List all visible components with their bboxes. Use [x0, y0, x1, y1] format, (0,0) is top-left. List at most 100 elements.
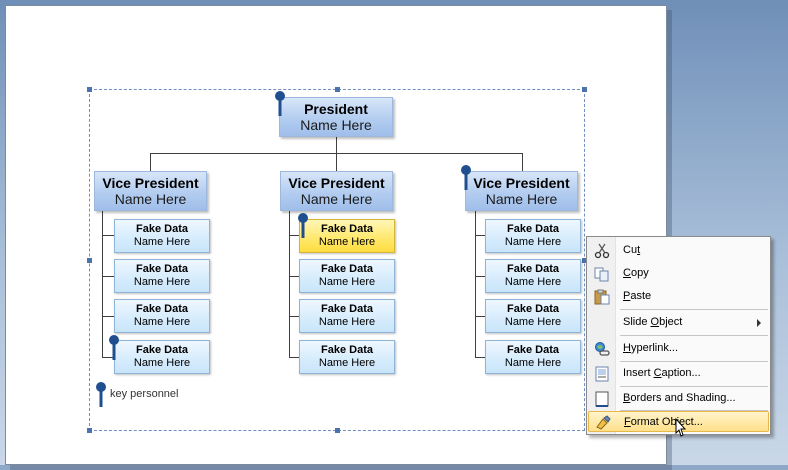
resize-handle-top[interactable] — [335, 87, 340, 92]
key-personnel-icon — [298, 213, 308, 238]
staff-title: Fake Data — [321, 223, 373, 235]
staff-name: Name Here — [504, 316, 562, 328]
staff-name: Name Here — [133, 276, 191, 288]
staff-box[interactable]: Fake Data Name Here — [299, 299, 395, 333]
staff-box[interactable]: Fake Data Name Here — [114, 259, 210, 293]
staff-name: Name Here — [504, 276, 562, 288]
staff-name: Name Here — [318, 316, 376, 328]
context-menu: Cut Copy Paste Slide Object — [586, 236, 771, 435]
vp-name: Name Here — [114, 191, 187, 207]
copy-icon — [594, 267, 609, 282]
connector-line — [102, 357, 115, 358]
staff-box[interactable]: Fake Data Name Here — [485, 219, 581, 253]
staff-title: Fake Data — [321, 344, 373, 356]
vp-box-left[interactable]: Vice President Name Here — [94, 171, 207, 211]
staff-title: Fake Data — [507, 303, 559, 315]
menu-separator — [620, 335, 768, 336]
menu-label-borders-shading: Borders and Shading... — [623, 392, 736, 404]
legend-key-icon — [96, 382, 106, 407]
mouse-cursor-icon — [675, 417, 687, 437]
staff-name: Name Here — [504, 236, 562, 248]
menu-label-paste: Paste — [623, 290, 652, 302]
staff-title: Fake Data — [507, 263, 559, 275]
key-personnel-icon — [109, 335, 119, 360]
menu-label-slide-object: Slide Object — [623, 316, 683, 328]
resize-handle-bottom[interactable] — [335, 428, 340, 433]
president-title: President — [304, 101, 368, 117]
menu-item-hyperlink[interactable]: Hyperlink... — [588, 338, 769, 359]
menu-item-cut[interactable]: Cut — [588, 240, 769, 261]
resize-handle-top-right[interactable] — [582, 87, 587, 92]
staff-box-highlighted[interactable]: Fake Data Name Here — [299, 219, 395, 253]
staff-title: Fake Data — [507, 344, 559, 356]
menu-label-hyperlink: Hyperlink... — [623, 342, 679, 354]
staff-name: Name Here — [504, 357, 562, 369]
menu-item-insert-caption[interactable]: Insert Caption... — [588, 363, 769, 384]
menu-label-insert-caption: Insert Caption... — [623, 367, 701, 379]
vp-title: Vice President — [288, 175, 385, 191]
staff-title: Fake Data — [136, 223, 188, 235]
resize-handle-bottom-left[interactable] — [87, 428, 92, 433]
connector-line — [102, 235, 115, 236]
scissors-icon — [594, 243, 610, 259]
format-object-icon — [596, 415, 611, 430]
staff-box[interactable]: Fake Data Name Here — [114, 340, 210, 374]
vp-title: Vice President — [102, 175, 199, 191]
president-name: Name Here — [300, 117, 372, 133]
staff-title: Fake Data — [136, 263, 188, 275]
vp-box-right[interactable]: Vice President Name Here — [465, 171, 578, 211]
president-box[interactable]: President Name Here — [279, 97, 393, 137]
connector-line — [475, 211, 476, 358]
staff-box[interactable]: Fake Data Name Here — [299, 259, 395, 293]
connector-line — [522, 153, 523, 171]
paste-icon — [594, 289, 610, 305]
menu-separator — [620, 386, 768, 387]
menu-item-copy[interactable]: Copy — [588, 263, 769, 284]
resize-handle-top-left[interactable] — [87, 87, 92, 92]
staff-name: Name Here — [318, 276, 376, 288]
resize-handle-right[interactable] — [582, 258, 587, 263]
menu-separator — [620, 309, 768, 310]
key-personnel-icon — [461, 165, 471, 190]
connector-line — [289, 211, 290, 358]
connector-line — [289, 235, 300, 236]
caption-icon — [595, 366, 609, 382]
staff-box[interactable]: Fake Data Name Here — [114, 299, 210, 333]
staff-name: Name Here — [318, 236, 376, 248]
staff-box[interactable]: Fake Data Name Here — [485, 340, 581, 374]
staff-box[interactable]: Fake Data Name Here — [114, 219, 210, 253]
menu-separator — [620, 361, 768, 362]
staff-box[interactable]: Fake Data Name Here — [485, 259, 581, 293]
menu-label-copy: Copy — [623, 267, 649, 279]
legend-label: key personnel — [110, 388, 179, 400]
vp-title: Vice President — [473, 175, 570, 191]
staff-name: Name Here — [318, 357, 376, 369]
vp-name: Name Here — [300, 191, 373, 207]
staff-title: Fake Data — [136, 344, 188, 356]
staff-box[interactable]: Fake Data Name Here — [485, 299, 581, 333]
hyperlink-icon — [595, 342, 610, 356]
resize-handle-left[interactable] — [87, 258, 92, 263]
menu-item-slide-object[interactable]: Slide Object — [588, 312, 769, 333]
connector-line — [336, 137, 337, 153]
connector-line — [289, 357, 300, 358]
connector-line — [475, 357, 486, 358]
staff-name: Name Here — [133, 316, 191, 328]
connector-line — [475, 316, 486, 317]
staff-box[interactable]: Fake Data Name Here — [299, 340, 395, 374]
connector-line — [102, 211, 103, 358]
vp-box-center[interactable]: Vice President Name Here — [280, 171, 393, 211]
staff-name: Name Here — [133, 357, 191, 369]
borders-icon — [595, 391, 609, 407]
menu-item-borders-shading[interactable]: Borders and Shading... — [588, 388, 769, 409]
connector-line — [475, 276, 486, 277]
connector-line — [289, 276, 300, 277]
connector-line — [475, 235, 486, 236]
staff-title: Fake Data — [507, 223, 559, 235]
menu-item-paste[interactable]: Paste — [588, 286, 769, 307]
menu-label-format-object: Format Object... — [624, 416, 703, 428]
vp-name: Name Here — [485, 191, 558, 207]
connector-line — [150, 153, 151, 171]
key-personnel-icon — [275, 91, 285, 116]
